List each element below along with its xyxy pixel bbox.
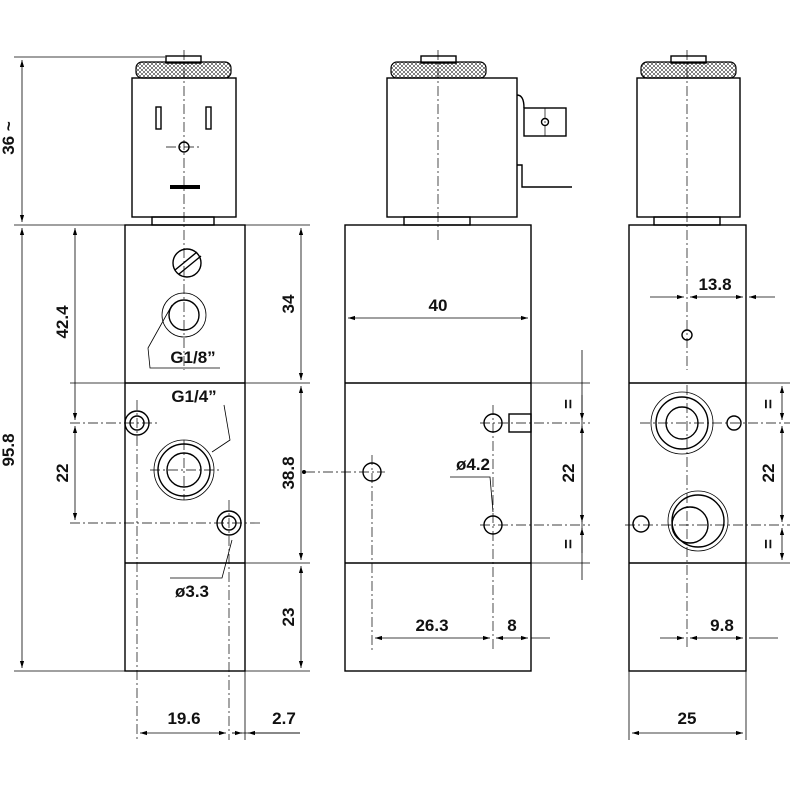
dim-equal-mark-3: = <box>759 399 778 409</box>
side-view-left <box>305 50 590 672</box>
dimension-lines <box>14 56 790 740</box>
dim-hole-diameter-front: ø3.3 <box>175 582 209 601</box>
dim-offset-side-a: 26.3 <box>415 616 448 635</box>
right-coil <box>636 55 741 226</box>
screw-icon <box>172 248 202 278</box>
dim-width-right: 25 <box>678 709 697 728</box>
dim-hole-spacing-right: 22 <box>759 464 778 483</box>
port-label-g14: G1/4” <box>171 387 216 406</box>
dim-middle-section: 38.8 <box>279 456 298 489</box>
dim-equal-mark-4: = <box>759 539 778 549</box>
dim-offset-right-top: 13.8 <box>698 275 731 294</box>
dim-upper-section: 34 <box>279 294 298 313</box>
side-coil <box>386 55 572 226</box>
dim-hole-diameter-side: ø4.2 <box>456 455 490 474</box>
side-view-right <box>625 50 790 672</box>
port-label-g18: G1/8” <box>170 348 215 367</box>
front-body <box>124 224 246 672</box>
dim-body-height: 95.8 <box>0 433 18 466</box>
dimension-labels: 36 ~ 95.8 42.4 22 34 38.8 23 19.6 2.7 40… <box>0 121 778 728</box>
dim-width-side: 40 <box>429 296 448 315</box>
dim-hole-spacing-side: 22 <box>559 464 578 483</box>
right-body <box>628 224 747 672</box>
dim-offset-front: 2.7 <box>272 709 296 728</box>
dim-hole-spacing-front: 22 <box>53 464 72 483</box>
front-view <box>70 50 260 740</box>
dim-coil-height: 36 ~ <box>0 121 18 155</box>
dim-width-front: 19.6 <box>167 709 200 728</box>
dim-lower-section: 23 <box>279 608 298 627</box>
dim-equal-mark-2: = <box>559 539 578 549</box>
dim-offset-right-bottom: 9.8 <box>710 616 734 635</box>
dim-port-height: 42.4 <box>53 305 72 339</box>
dim-offset-side-b: 8 <box>507 616 516 635</box>
dim-equal-mark-1: = <box>559 399 578 409</box>
side-body <box>344 224 532 672</box>
